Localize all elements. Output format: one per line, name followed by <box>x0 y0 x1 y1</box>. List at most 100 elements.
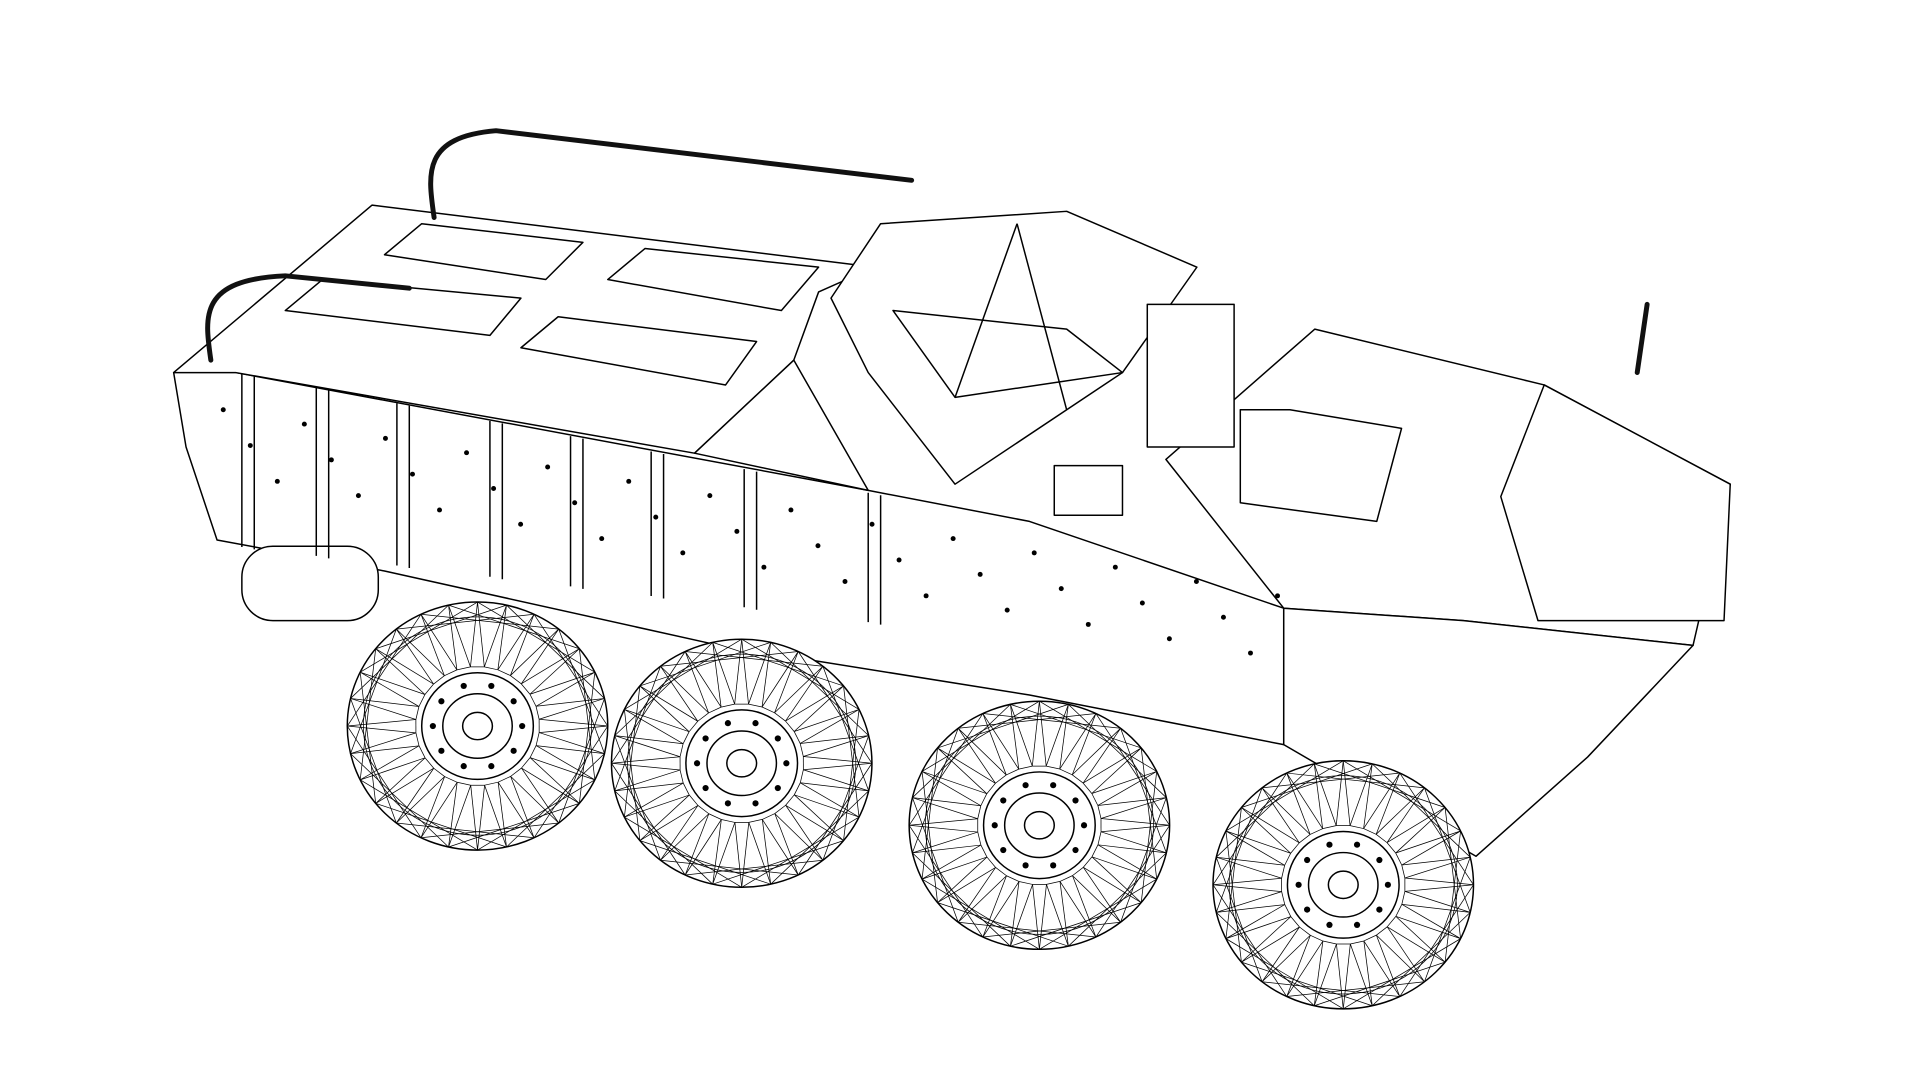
mesh-edge <box>1375 772 1401 835</box>
tire-inner-edge <box>363 616 592 836</box>
mesh-edge <box>1395 904 1403 917</box>
mesh-edge <box>521 757 531 769</box>
mesh-edge <box>803 756 872 764</box>
mesh-edge <box>1299 926 1311 936</box>
mesh-edge <box>958 921 1096 938</box>
mesh-edge <box>1097 771 1157 806</box>
mesh-edge <box>761 819 772 885</box>
mesh-edge <box>734 639 743 705</box>
mesh-edge <box>611 763 686 876</box>
mesh-edge <box>510 776 535 838</box>
mesh-edge <box>803 769 869 792</box>
lug-nut <box>438 698 445 705</box>
rivet <box>1112 564 1118 570</box>
mesh-edge <box>1082 747 1142 784</box>
mesh-edge <box>1286 981 1425 997</box>
mesh-edge <box>611 756 681 764</box>
rivet <box>896 557 902 563</box>
mesh-edge <box>1216 891 1282 913</box>
mesh-edge <box>510 614 535 676</box>
mesh-edge <box>793 731 801 744</box>
mesh-edge <box>350 732 417 755</box>
mesh-edge <box>712 642 735 705</box>
mesh-edge <box>418 745 426 758</box>
rivet <box>220 407 226 413</box>
mesh-edge <box>679 743 684 757</box>
mesh-edge <box>1091 844 1099 858</box>
mesh-edge <box>1241 926 1300 963</box>
mesh-edge <box>774 804 786 814</box>
mesh-edge <box>1261 787 1311 835</box>
mesh-edge <box>1100 824 1170 833</box>
mesh-edge <box>484 785 507 848</box>
mesh-edge <box>684 819 722 876</box>
mesh-edge <box>1010 884 1033 947</box>
mesh-edge <box>977 831 982 846</box>
mesh-edge <box>921 747 938 880</box>
mesh-edge <box>639 805 699 841</box>
mesh-edge <box>1097 797 1167 806</box>
lug-nut <box>991 822 998 829</box>
antennas <box>205 128 1650 376</box>
mesh-edge <box>793 782 801 795</box>
mesh-edge <box>741 639 749 705</box>
lug-nut <box>693 760 701 767</box>
mesh-edge <box>721 819 735 823</box>
mesh-edge <box>762 819 799 876</box>
mesh-edge <box>1286 772 1323 829</box>
lug-nut <box>774 735 781 742</box>
mesh-edge <box>359 779 478 851</box>
lug-nut <box>1000 797 1007 804</box>
mesh-edge <box>1395 916 1461 939</box>
mesh-edge <box>415 706 420 720</box>
rivet <box>842 579 848 584</box>
rivet <box>923 593 929 599</box>
mesh-edge <box>521 648 580 685</box>
mesh-edge <box>448 803 580 848</box>
mesh-edge <box>639 685 698 722</box>
mesh-edge <box>1039 701 1047 767</box>
mesh-edge <box>937 703 1069 749</box>
mesh-edge <box>1100 831 1167 854</box>
mesh-edge <box>937 747 996 784</box>
mesh-edge <box>520 683 531 695</box>
mesh-edge <box>1363 763 1373 829</box>
mesh-edge <box>1083 866 1142 903</box>
mesh-edge <box>1376 934 1425 983</box>
mesh-edge <box>1371 912 1471 1006</box>
mesh-edge <box>639 641 771 687</box>
lug-nut <box>702 784 709 792</box>
lug-nut <box>752 720 759 727</box>
mesh-edge <box>497 782 507 848</box>
mesh-edge <box>1091 793 1099 806</box>
lug-nut <box>460 682 467 690</box>
mesh-edge <box>1387 926 1446 963</box>
mesh-edge <box>614 790 713 885</box>
mesh-edge <box>614 642 713 736</box>
mesh-edge <box>721 703 735 708</box>
mesh-edge <box>1401 891 1406 905</box>
mesh-edge <box>1424 787 1471 913</box>
mesh-edge <box>448 605 458 670</box>
rivet <box>382 435 388 441</box>
mesh-edge <box>1082 728 1121 784</box>
mesh-edge <box>1349 825 1364 829</box>
rivet <box>247 443 253 449</box>
mesh-edge <box>980 793 988 806</box>
lug-nut <box>1326 841 1333 848</box>
mesh-edge <box>1006 768 1019 776</box>
mesh-edge <box>1399 884 1474 997</box>
mesh-edge <box>1386 916 1397 928</box>
mesh-edge <box>1100 818 1170 826</box>
mesh-edge <box>1322 825 1337 830</box>
lug-nut <box>783 760 790 767</box>
mesh-edge <box>1059 875 1073 882</box>
mesh-edge <box>1335 760 1344 826</box>
mesh-edge <box>921 771 987 795</box>
mesh-edge <box>785 805 824 861</box>
mesh-edge <box>1010 703 1142 749</box>
mesh-edge <box>375 648 434 685</box>
mesh-edge <box>1225 807 1242 939</box>
rivet <box>491 485 497 491</box>
hub-ring <box>1003 792 1075 859</box>
